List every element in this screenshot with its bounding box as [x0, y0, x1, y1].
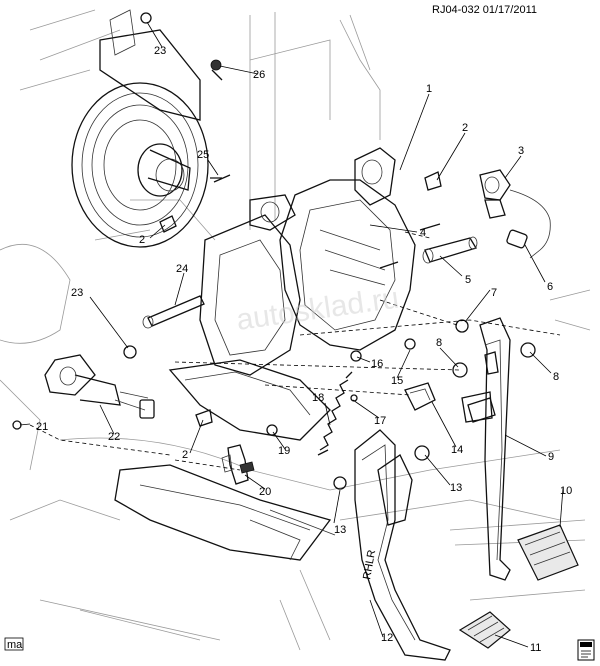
- callout-4: 4: [420, 227, 426, 239]
- alignment-lines: [29, 231, 561, 471]
- pivot-pin: [422, 236, 478, 264]
- brake-booster: [71, 9, 209, 248]
- callout-13-lower: 13: [334, 524, 346, 536]
- lower-bracket: [114, 359, 336, 561]
- callout-15: 15: [391, 375, 403, 387]
- callout-26: 26: [253, 69, 265, 81]
- callout-13: 13: [450, 482, 462, 494]
- clutch-pedal: [467, 317, 579, 581]
- callout-6: 6: [547, 281, 553, 293]
- callout-2-left: 2: [139, 234, 145, 246]
- callout-12: 12: [381, 632, 393, 644]
- watermark: autosklad.ru: [234, 282, 400, 337]
- callout-23: 23: [71, 287, 83, 299]
- document-stamp-icon: [577, 639, 595, 661]
- pedal-text: RHLR: [361, 549, 378, 581]
- callout-9: 9: [548, 451, 554, 463]
- clutch-master-cylinder: [44, 354, 155, 419]
- callout-labels: 1 2 3 4 5 6 7 8 9 10 11 12 13 14 15 16 1…: [36, 45, 572, 654]
- clutch-switch: [479, 169, 551, 259]
- callout-10: 10: [560, 485, 572, 497]
- leader-lines: [19, 21, 564, 648]
- callout-5: 5: [465, 274, 471, 286]
- corner-mark-text: ma: [7, 639, 23, 651]
- corner-marks: ma: [4, 637, 595, 661]
- callout-22: 22: [108, 431, 120, 443]
- callout-18: 18: [312, 392, 324, 404]
- callout-19: 19: [278, 445, 290, 457]
- callout-20: 20: [259, 486, 271, 498]
- callout-1: 1: [426, 83, 432, 95]
- callout-7: 7: [491, 287, 497, 299]
- callout-2-lower: 2: [182, 449, 188, 461]
- callout-8: 8: [436, 337, 442, 349]
- callout-24: 24: [176, 263, 188, 275]
- callout-21: 21: [36, 421, 48, 433]
- callout-23-top: 23: [154, 45, 166, 57]
- callout-11: 11: [530, 642, 541, 654]
- brake-pedal: RHLR: [354, 429, 511, 661]
- callout-14: 14: [451, 444, 463, 456]
- callout-3: 3: [518, 145, 524, 157]
- return-spring: [317, 371, 353, 456]
- callout-16: 16: [371, 358, 383, 370]
- callout-8-right: 8: [553, 371, 559, 383]
- callout-17: 17: [374, 415, 386, 427]
- body-structure: [0, 9, 591, 651]
- bolt-24: [142, 295, 205, 329]
- position-sensor: [404, 382, 493, 423]
- fasteners: [12, 12, 536, 490]
- pedal-bracket: [199, 147, 416, 376]
- callout-25: 25: [197, 149, 209, 161]
- drawing-code: RJ04-032 01/17/2011: [432, 4, 537, 16]
- callout-2: 2: [462, 122, 468, 134]
- brake-switch: [221, 444, 255, 485]
